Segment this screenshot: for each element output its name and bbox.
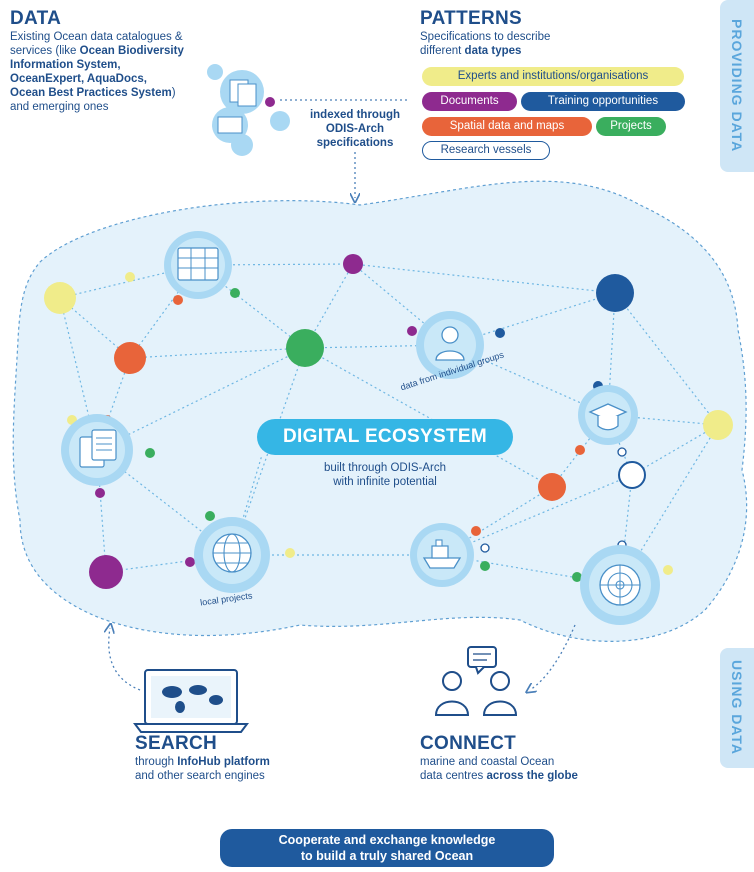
node-white [618, 461, 646, 489]
arrow-to-connect [530, 624, 576, 690]
pill-experts: Experts and institutions/organisations [422, 67, 684, 86]
database-icon [164, 231, 232, 299]
data-description: Existing Ocean data catalogues & service… [10, 31, 184, 113]
arrow-to-search [109, 628, 141, 691]
person-icon [416, 311, 484, 379]
ecosystem-title: DIGITAL ECOSYSTEM [257, 419, 513, 455]
graduation-cap-icon [578, 385, 638, 445]
search-title: SEARCH [135, 733, 218, 754]
search-section: SEARCH through InfoHub platform and othe… [135, 733, 355, 783]
providing-data-tab: PROVIDING DATA [720, 0, 754, 172]
pill-training: Training opportunities [521, 92, 685, 111]
node-orange-right [538, 473, 566, 501]
people-chat-icon [434, 646, 518, 716]
data-catalogue-icon [207, 64, 290, 156]
ship-icon [410, 523, 474, 587]
data-section: DATA Existing Ocean data catalogues & se… [10, 8, 240, 114]
node-navy [596, 274, 634, 312]
connect-title: CONNECT [420, 733, 517, 754]
node-orange [114, 342, 146, 374]
connect-section: CONNECT marine and coastal Ocean data ce… [420, 733, 660, 783]
pill-projects: Projects [596, 117, 666, 136]
node-yellow [44, 282, 76, 314]
footer-banner: Cooperate and exchange knowledge to buil… [220, 829, 554, 867]
data-title: DATA [10, 8, 62, 29]
ecosystem-subtitle: built through ODIS-Arch with infinite po… [323, 462, 447, 488]
node-purple [343, 254, 363, 274]
pill-vessels: Research vessels [422, 141, 550, 160]
indexed-label: indexed through ODIS-Arch specifications [309, 109, 401, 149]
documents-icon [61, 414, 133, 486]
pill-documents: Documents [422, 92, 517, 111]
search-description: through InfoHub platform and other searc… [135, 756, 270, 782]
node-yellow-right [703, 410, 733, 440]
patterns-section: PATTERNS Specifications to describe diff… [420, 8, 680, 58]
node-green [286, 329, 324, 367]
using-data-tab: USING DATA [720, 648, 754, 768]
pill-spatial: Spatial data and maps [422, 117, 592, 136]
connect-description: marine and coastal Ocean data centres ac… [420, 756, 578, 782]
patterns-title: PATTERNS [420, 8, 522, 29]
laptop-icon [133, 669, 249, 733]
globe-icon [194, 517, 270, 593]
radar-icon [580, 545, 660, 625]
patterns-description: Specifications to describe different dat… [420, 31, 551, 57]
network-nodes [44, 97, 733, 589]
node-purple-bottom [89, 555, 123, 589]
